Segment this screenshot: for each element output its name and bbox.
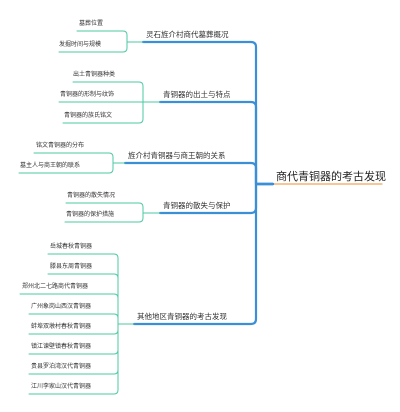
connector-leaf-3-1 xyxy=(64,212,144,223)
leaf-guixian-bronze[interactable]: 贵县罗泊湾汉代青铜器 xyxy=(31,363,92,370)
leaf-jiangchuan-bronze[interactable]: 江川李家山汉代青铜器 xyxy=(31,383,92,390)
branch-other-regions-discoveries[interactable]: 其他地区青铜器的考古发现 xyxy=(137,312,227,321)
root-topic[interactable]: 商代青铜器的考古发现 xyxy=(276,170,386,183)
branch-jingjie-shang-relations[interactable]: 旌介村青铜器与商王朝的关系 xyxy=(128,151,226,160)
leaf-tomb-owner-shang-connection[interactable]: 墓主人与商王朝的联系 xyxy=(20,162,81,169)
connector-leaf-2-0 xyxy=(33,152,114,164)
connector-leaf-0-1 xyxy=(58,41,128,53)
connector-leaf-4-7 xyxy=(28,323,119,395)
leaf-zhengzhou-bronze[interactable]: 郑州北二七路商代青铜器 xyxy=(22,283,89,290)
connector-leaf-4-1 xyxy=(47,273,119,325)
leaf-bronze-form-decoration[interactable]: 青铜器的形制与纹饰 xyxy=(60,91,115,98)
leaf-bronze-protection-measures[interactable]: 青铜器的保护措施 xyxy=(66,211,115,218)
branch-bronze-excavation-features[interactable]: 青铜器的出土与特点 xyxy=(163,90,231,99)
connector-leaf-4-3 xyxy=(28,313,119,325)
leaf-bronze-clan-inscriptions[interactable]: 青铜器的族氏铭文 xyxy=(64,112,113,119)
leaf-zhenjiang-bronze[interactable]: 镇江谏壁镇春秋青铜器 xyxy=(31,343,92,350)
leaf-guangzhou-bronze[interactable]: 广州象岗山西汉青铜器 xyxy=(31,303,92,310)
leaf-tomb-location[interactable]: 墓葬位置 xyxy=(79,20,104,27)
connector-leaf-2-1 xyxy=(18,162,114,174)
connector-root-to-branch-4 xyxy=(132,182,275,326)
leaf-bronze-loss-status[interactable]: 青铜器的散失情况 xyxy=(67,192,116,199)
leaf-inscribed-bronze-distribution[interactable]: 铭文青铜器的分布 xyxy=(36,142,85,149)
connector-leaf-4-0 xyxy=(47,253,119,325)
leaf-tengxian-bronze[interactable]: 滕县东周青铜器 xyxy=(50,263,93,270)
connector-leaf-3-0 xyxy=(65,202,144,214)
connector-root-to-branch-0 xyxy=(141,40,275,186)
connector-leaf-0-0 xyxy=(76,30,128,43)
branch-lingshi-tomb-overview[interactable]: 灵石旌介村商代墓葬概况 xyxy=(146,30,229,39)
connector-leaf-1-0 xyxy=(72,81,144,103)
connector-leaf-4-2 xyxy=(19,293,119,325)
connector-root-to-branch-1 xyxy=(158,100,275,186)
leaf-bronze-types[interactable]: 出土青铜器种类 xyxy=(73,71,116,78)
leaf-yuecheng-bronze[interactable]: 岳城春秋青铜器 xyxy=(50,243,93,250)
connector-leaf-1-2 xyxy=(62,101,144,124)
leaf-excavation-time-scale[interactable]: 发掘时间与规模 xyxy=(59,41,102,48)
branch-bronze-loss-protection[interactable]: 青铜器的散失与保护 xyxy=(163,201,231,210)
connector-root-to-branch-2 xyxy=(123,161,275,186)
leaf-bengbu-bronze[interactable]: 蚌埠双墩村春秋青铜器 xyxy=(31,323,92,330)
